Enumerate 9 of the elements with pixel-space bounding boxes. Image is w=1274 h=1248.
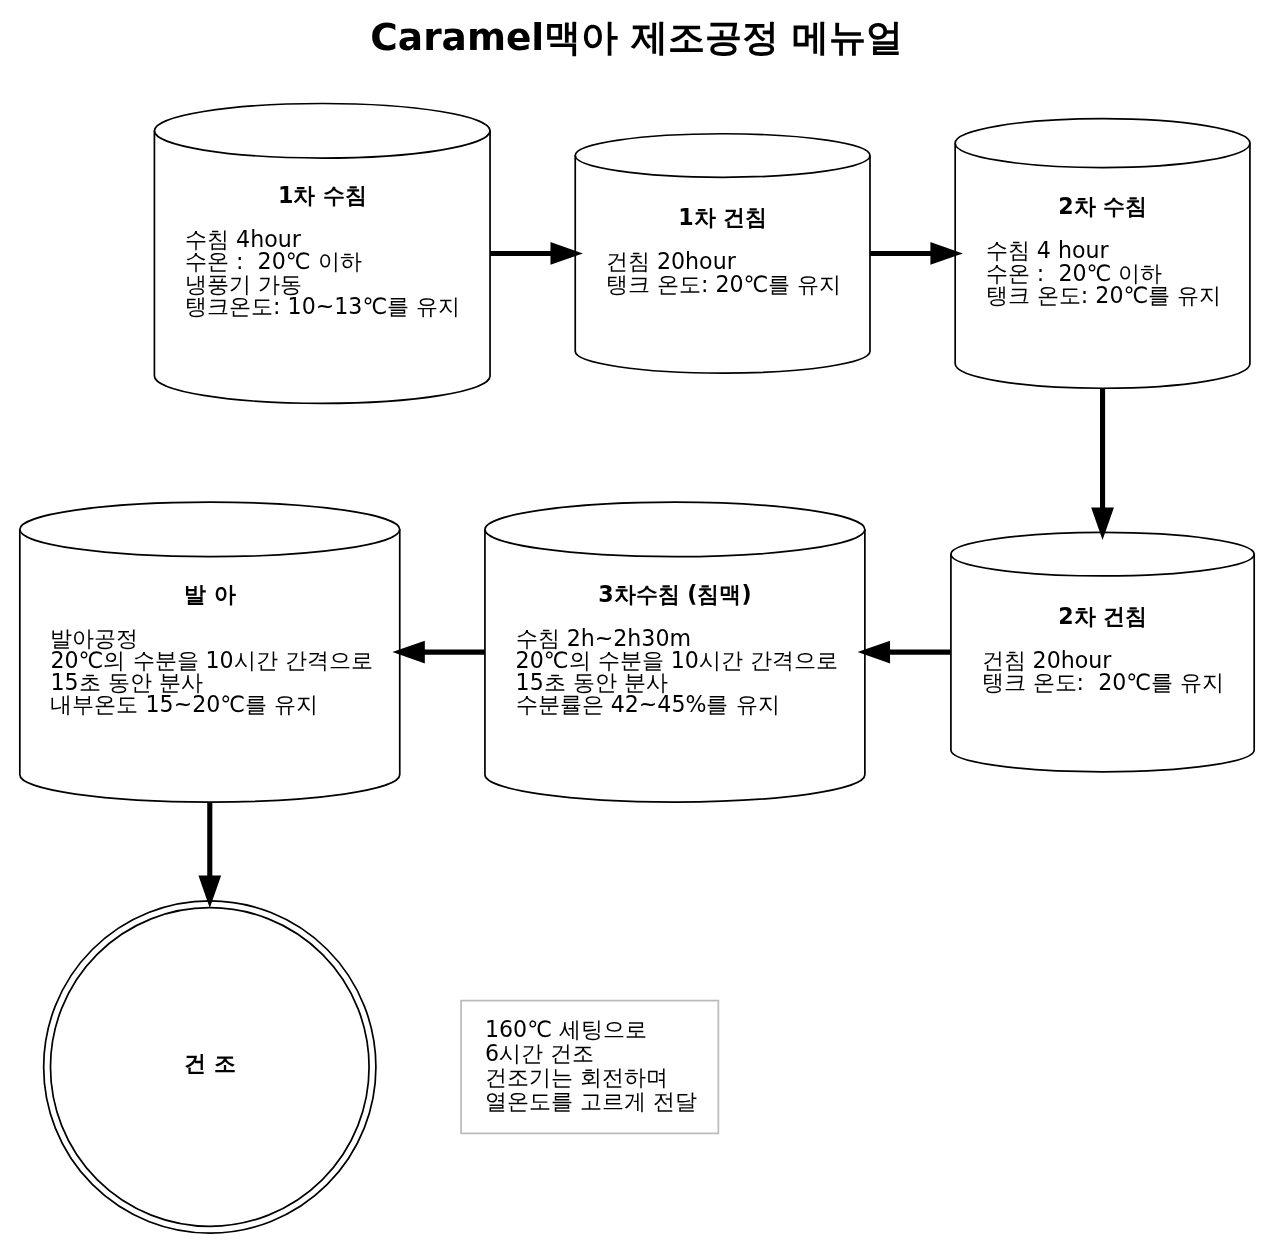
node-box: 160℃ 세팅으로 6시간 건조 건조기는 회전하며 열온도를 고르게 전달: [460, 999, 720, 1135]
arrow: [1091, 388, 1114, 541]
arrow: [198, 802, 222, 908]
arrow: [870, 242, 963, 265]
node-circle: 건 조: [42, 900, 377, 1234]
arrow: [392, 640, 485, 664]
arrow: [857, 640, 951, 664]
arrow: [490, 242, 583, 265]
diagram-title: Caramel맥아 제조공정 메뉴얼: [370, 15, 904, 60]
